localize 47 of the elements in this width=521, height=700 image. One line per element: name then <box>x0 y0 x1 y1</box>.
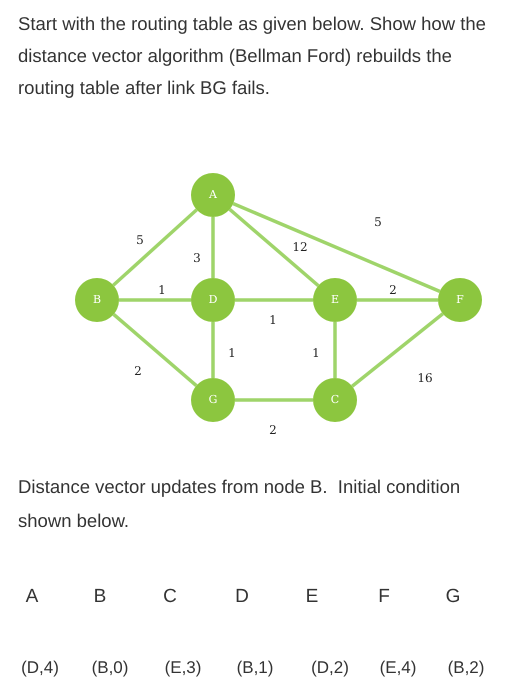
description-text: Distance vector updates from node B. Initial condition shown below. <box>18 475 462 533</box>
link-line <box>232 202 440 293</box>
link-line <box>357 298 438 302</box>
link-line <box>112 313 198 387</box>
link-line <box>333 322 337 378</box>
router-node: B <box>75 278 119 322</box>
link-line <box>351 312 444 388</box>
table-header: D <box>235 585 249 609</box>
table-cell-text: (D,4) <box>21 657 59 679</box>
edge-label: 5 <box>135 234 145 246</box>
table-header: B <box>94 585 106 609</box>
table-header: F <box>378 585 390 609</box>
router-node: D <box>191 278 235 322</box>
edge-label: 3 <box>192 252 202 264</box>
table-header: G <box>446 585 460 609</box>
table-header: C <box>163 585 177 609</box>
edge-label: 1 <box>157 284 167 296</box>
table-header: A <box>26 585 38 609</box>
table-header: E <box>306 585 318 609</box>
router-node: C <box>313 378 357 422</box>
router-node: G <box>191 378 235 422</box>
edge-label: 2 <box>133 365 143 377</box>
link-line <box>119 298 191 302</box>
edge-label: 1 <box>311 347 321 359</box>
table-cell-text: (E,3) <box>164 657 202 679</box>
question-text: Start with the routing table as given below. Show how the distance vector algorithm (Bellman Ford) rebuilds the routing table after link BG fails. <box>18 12 487 100</box>
edge-label: 1 <box>227 347 237 359</box>
table-cell-text: (D,2) <box>311 657 349 679</box>
edge-label: 2 <box>268 424 278 436</box>
edge-label: 16 <box>416 372 434 384</box>
link-line <box>112 208 198 287</box>
edge-label: 5 <box>373 216 383 228</box>
router-node: F <box>438 278 482 322</box>
link-line <box>235 298 313 302</box>
edge-label: 1 <box>268 314 278 326</box>
edge-label: 12 <box>291 241 309 253</box>
table-cell-text: (B,2) <box>448 657 484 679</box>
router-node: A <box>191 173 235 217</box>
link-line <box>211 322 215 378</box>
link-line <box>228 208 320 287</box>
link-line <box>211 217 215 278</box>
edge-label: 2 <box>388 284 398 296</box>
table-cell-text: (B,0) <box>92 657 128 679</box>
router-node: E <box>313 278 357 322</box>
link-line <box>235 398 313 402</box>
table-cell-text: (B,1) <box>236 657 274 679</box>
table-cell-text: (E,4) <box>380 657 416 679</box>
